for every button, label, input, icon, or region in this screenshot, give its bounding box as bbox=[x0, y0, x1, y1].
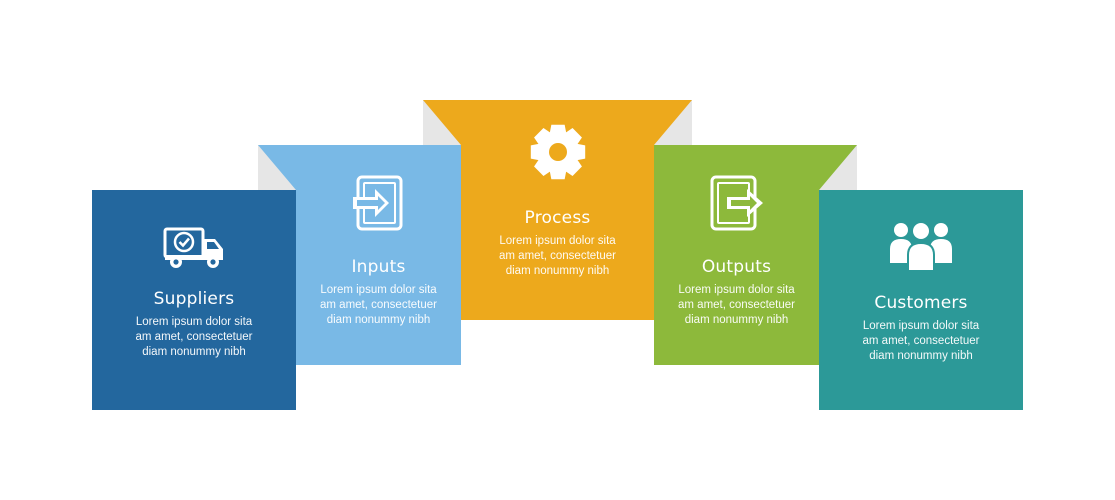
step-description: Lorem ipsum dolor sita am amet, consecte… bbox=[678, 284, 795, 326]
suppliers-panel: Suppliers Lorem ipsum dolor sita am amet… bbox=[92, 190, 296, 410]
logout-arrow-icon bbox=[710, 175, 763, 231]
step-title: Customers bbox=[874, 293, 968, 313]
delivery-truck-check-icon bbox=[163, 227, 223, 268]
step-description: Lorem ipsum dolor sita am amet, consecte… bbox=[862, 320, 980, 362]
step-title: Suppliers bbox=[153, 289, 235, 309]
inputs-panel: Inputs Lorem ipsum dolor sita am amet, c… bbox=[296, 145, 461, 365]
step-description: Lorem ipsum dolor sita am amet, consecte… bbox=[320, 284, 437, 326]
process-flap-right bbox=[654, 100, 692, 145]
outputs-panel: Outputs Lorem ipsum dolor sita am amet, … bbox=[654, 145, 819, 365]
gear-hole bbox=[548, 143, 567, 161]
process-flap-left bbox=[423, 100, 461, 145]
people-group-icon bbox=[890, 221, 952, 271]
step-title: Process bbox=[524, 208, 591, 228]
login-arrow-icon bbox=[352, 175, 402, 231]
inputs-flap bbox=[258, 145, 296, 190]
customers-panel: Customers Lorem ipsum dolor sita am amet… bbox=[819, 190, 1023, 410]
gear-icon bbox=[530, 124, 585, 180]
step-description: Lorem ipsum dolor sita am amet, consecte… bbox=[499, 235, 616, 277]
process-panel: Process Lorem ipsum dolor sita am amet, … bbox=[461, 100, 654, 320]
step-title: Outputs bbox=[701, 257, 772, 277]
step-title: Inputs bbox=[351, 257, 406, 277]
step-description: Lorem ipsum dolor sita am amet, consecte… bbox=[135, 316, 253, 358]
outputs-flap bbox=[819, 145, 857, 190]
